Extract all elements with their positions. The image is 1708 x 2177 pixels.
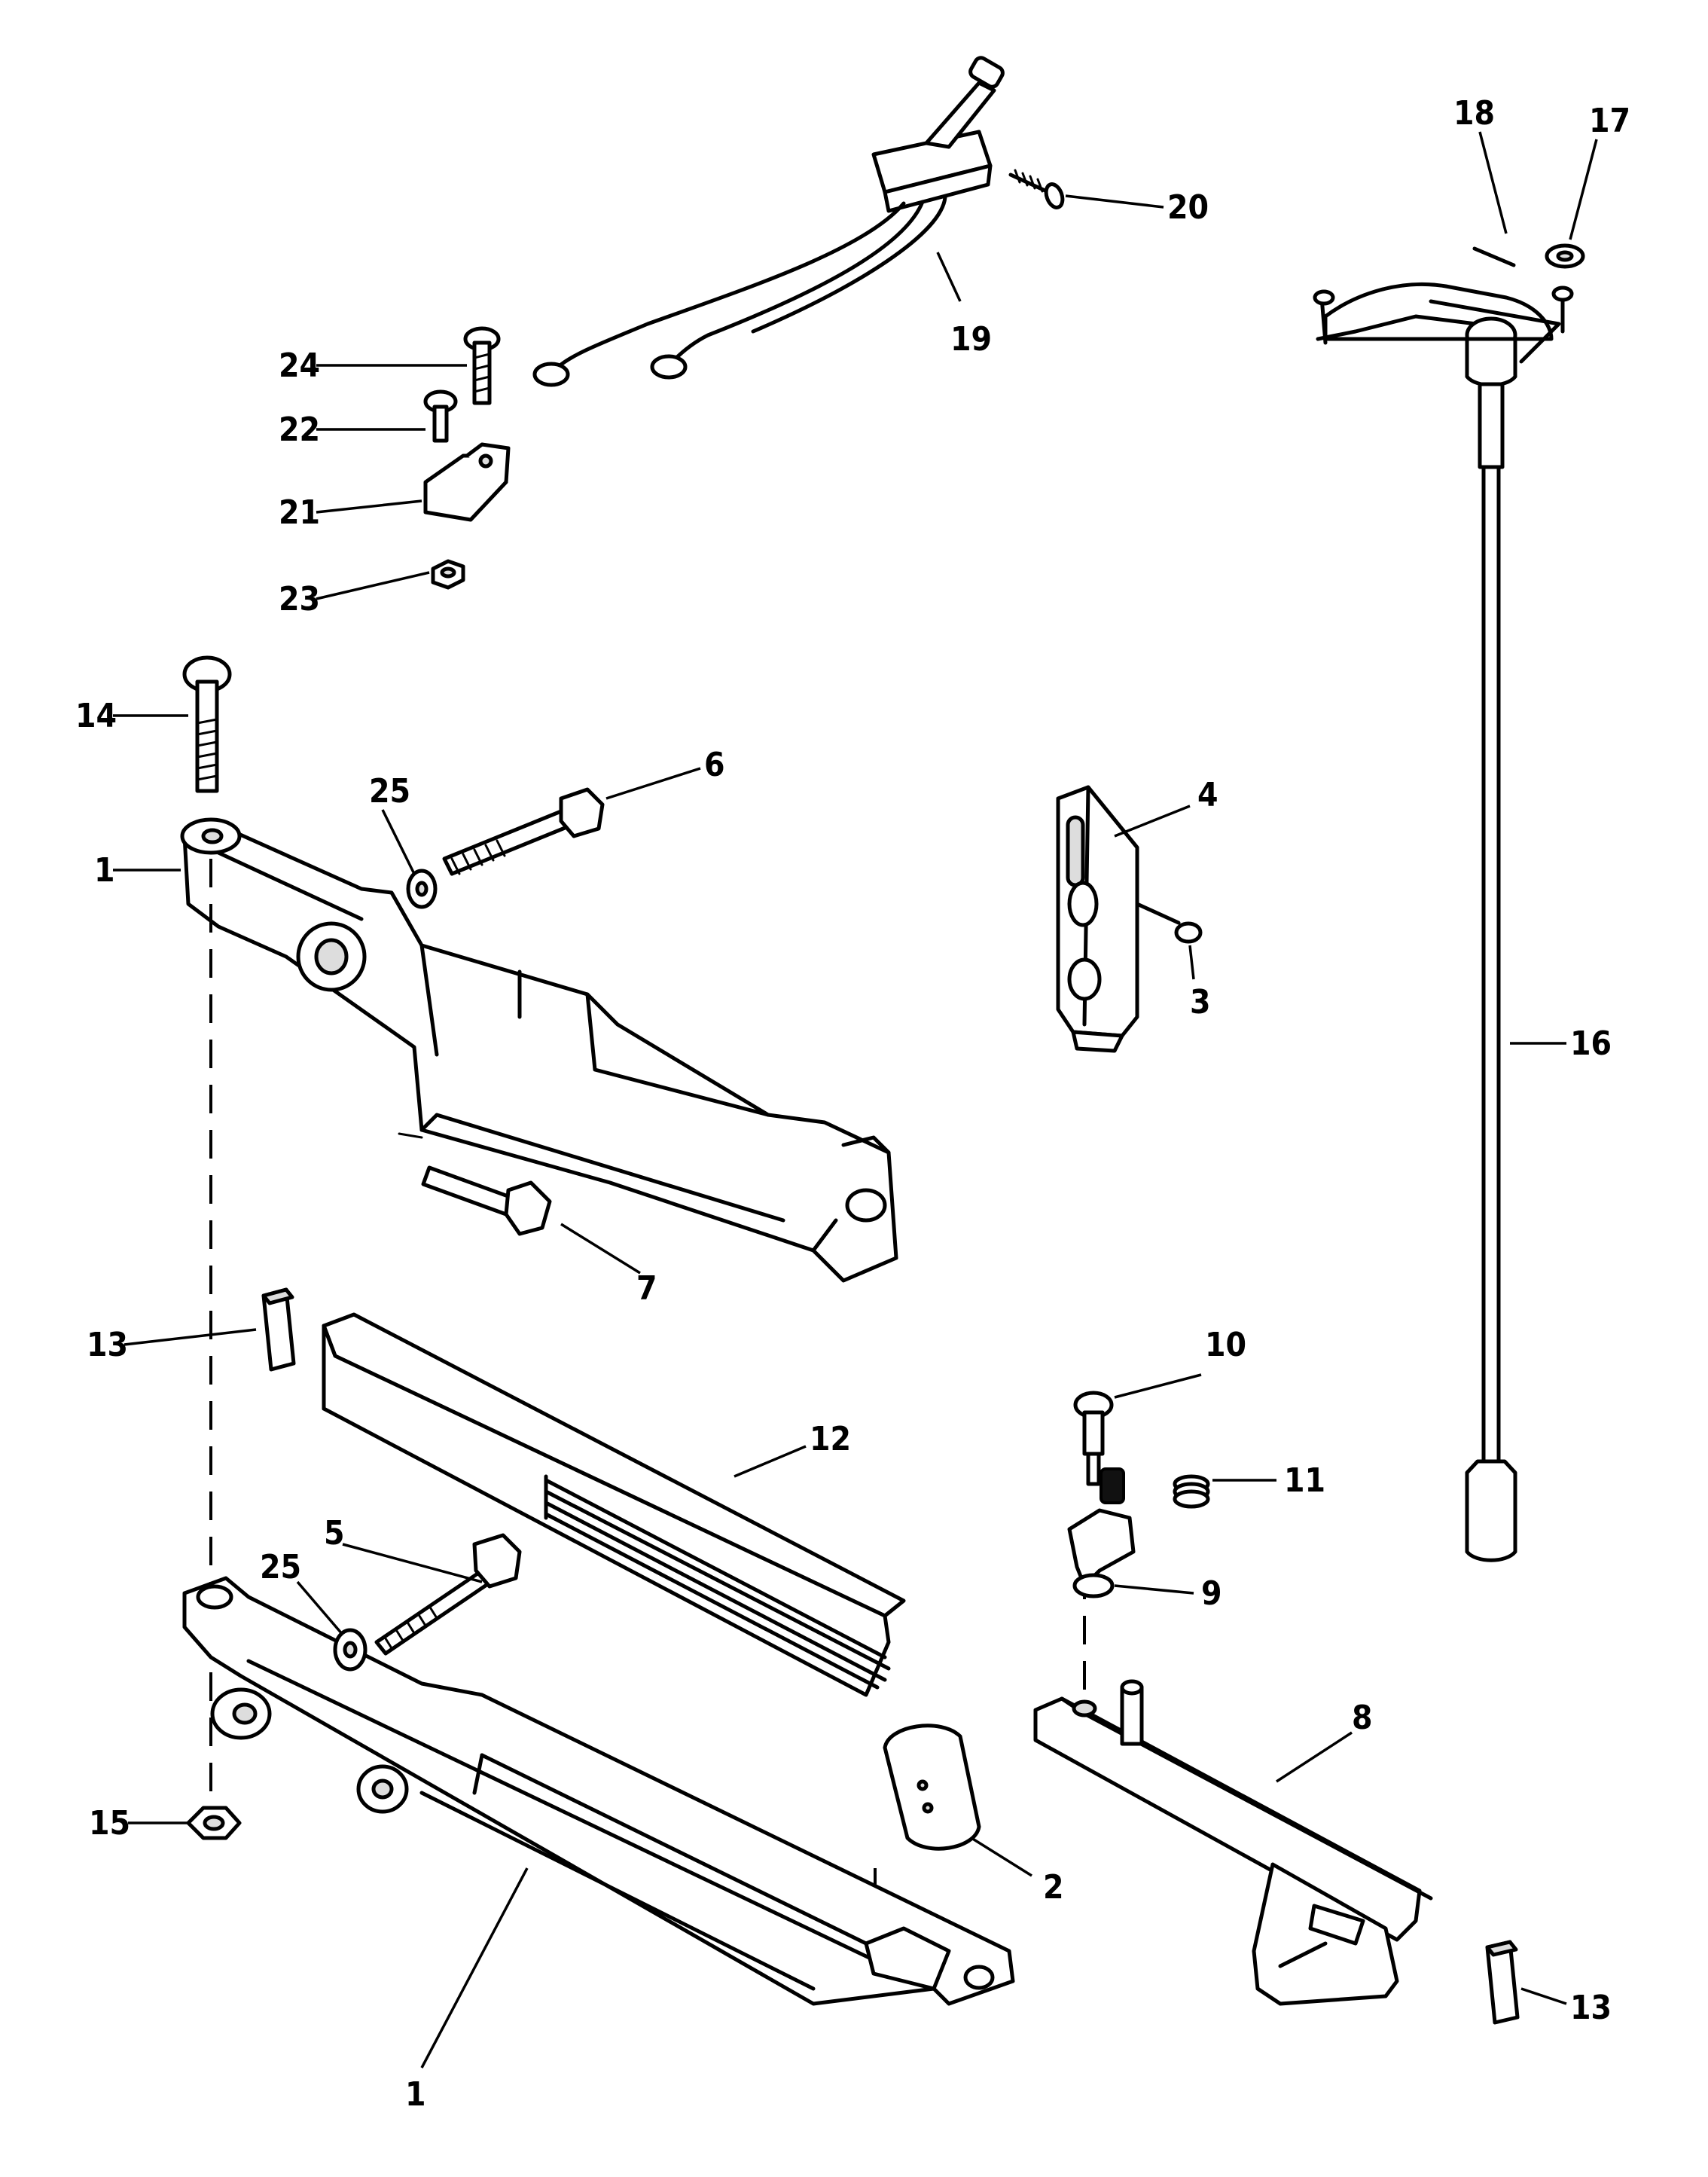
part-6-bolt: [442, 787, 605, 876]
callout-9: 9: [1201, 1574, 1222, 1613]
callout-6: 6: [704, 746, 725, 784]
part-7-bolt: [421, 1165, 552, 1236]
callout-24: 24: [279, 347, 320, 385]
callout-11: 11: [1284, 1461, 1325, 1500]
part-13-block-left: [261, 1287, 296, 1372]
callout-16: 16: [1570, 1024, 1612, 1063]
callout-10: 10: [1205, 1326, 1246, 1364]
callout-8: 8: [1352, 1699, 1373, 1737]
part-24-screw: [463, 326, 501, 405]
part-5-bolt: [374, 1533, 522, 1656]
callout-labels: 20 19 18 17 24 22 21 23 14 1 25 6 7 4 3 …: [75, 94, 1630, 2114]
part-15-nut: [186, 1806, 242, 1840]
part-21-clamp-block: [423, 442, 511, 522]
part-8-arm: [1033, 1679, 1433, 2006]
callout-20: 20: [1167, 188, 1209, 227]
callout-19: 19: [950, 320, 992, 359]
part-25-washer-upper: [406, 869, 438, 909]
part-11-spring: [1173, 1474, 1210, 1509]
part-10-screw: [1073, 1391, 1114, 1486]
callout-2: 2: [1043, 1868, 1064, 1907]
leader-lines: [113, 131, 1598, 2069]
part-20-screw: [1008, 169, 1065, 209]
callout-13-left: 13: [87, 1326, 128, 1364]
part-2-pad: [883, 1724, 981, 1851]
part-4-plate: [1056, 785, 1139, 1053]
part-9-link: [1067, 1467, 1136, 1598]
callout-14: 14: [75, 697, 117, 735]
part-18-pin: [1472, 246, 1516, 267]
part-3-screw: [1135, 902, 1203, 944]
callout-3: 3: [1190, 983, 1211, 1021]
callout-15: 15: [89, 1804, 130, 1843]
part-1-upper-arm: [180, 817, 898, 1283]
part-22-screw: [423, 389, 458, 443]
callout-25-upper: 25: [369, 772, 410, 811]
callout-5: 5: [324, 1514, 345, 1553]
callout-21: 21: [279, 493, 320, 532]
callout-22: 22: [279, 411, 320, 449]
callout-23: 23: [279, 580, 320, 618]
callout-13-right: 13: [1570, 1989, 1612, 2027]
part-14-bolt: [182, 655, 232, 793]
part-13-block-right: [1485, 1940, 1520, 2025]
callout-25-lower: 25: [260, 1548, 301, 1586]
callout-17: 17: [1589, 102, 1630, 140]
part-17-washer: [1545, 243, 1585, 269]
callout-1-upper: 1: [94, 851, 115, 890]
part-1-lower-arm: [182, 1576, 1015, 2006]
part-23-nut: [431, 559, 465, 590]
callout-7: 7: [636, 1269, 657, 1308]
callout-4: 4: [1197, 776, 1218, 814]
part-12-channel: [322, 1312, 906, 1697]
part-16-linkage-rod: [1313, 282, 1574, 1562]
callout-18: 18: [1453, 94, 1495, 133]
callout-1-lower: 1: [405, 2075, 426, 2114]
part-19-switch-harness: [532, 56, 1005, 387]
callout-12: 12: [810, 1420, 851, 1458]
part-25-washer-lower: [333, 1628, 368, 1672]
